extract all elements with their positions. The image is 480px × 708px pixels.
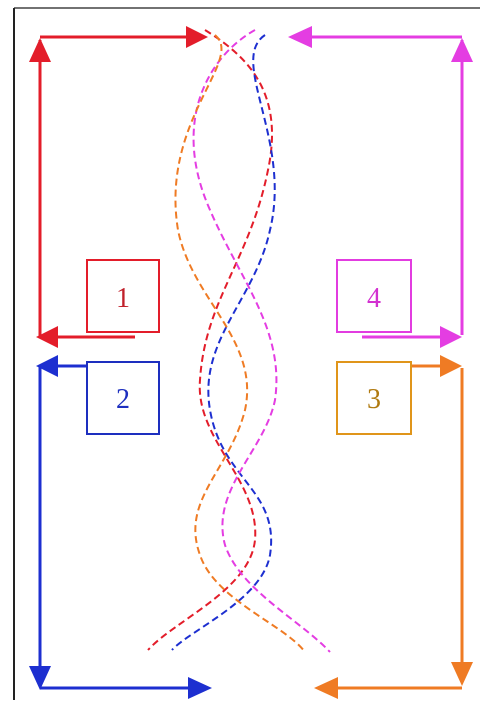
box-3: 3 <box>336 361 412 435</box>
box-2-label: 2 <box>116 384 130 415</box>
arrowhead-orange-left <box>314 677 338 699</box>
box-1: 1 <box>86 259 160 333</box>
box-4-label: 4 <box>367 283 381 314</box>
magenta-arrow-loop <box>288 26 473 348</box>
arrowhead-blue-left <box>36 355 58 377</box>
arrowhead-magenta-up <box>451 38 473 62</box>
arrowhead-blue-down <box>29 666 51 690</box>
strand-red <box>147 29 273 651</box>
arrowhead-magenta-right <box>440 326 462 348</box>
box-1-label: 1 <box>116 283 130 314</box>
arrowhead-magenta-left <box>288 26 312 48</box>
box-4: 4 <box>336 259 412 333</box>
arrowhead-orange-right <box>440 355 462 377</box>
arrowhead-red-up <box>29 38 51 62</box>
box-3-label: 3 <box>367 384 381 415</box>
strand-orange <box>174 34 306 653</box>
arrowhead-blue-right <box>188 677 212 699</box>
arrowhead-red-right <box>186 26 208 48</box>
red-arrow-loop <box>29 26 208 348</box>
arrowhead-orange-down <box>451 662 473 686</box>
arrowhead-red-left <box>36 326 58 348</box>
strand-blue <box>171 34 276 651</box>
blue-arrow-loop <box>29 355 212 699</box>
helix-strands <box>147 29 331 653</box>
box-2: 2 <box>86 361 160 435</box>
strand-magenta <box>192 29 331 653</box>
